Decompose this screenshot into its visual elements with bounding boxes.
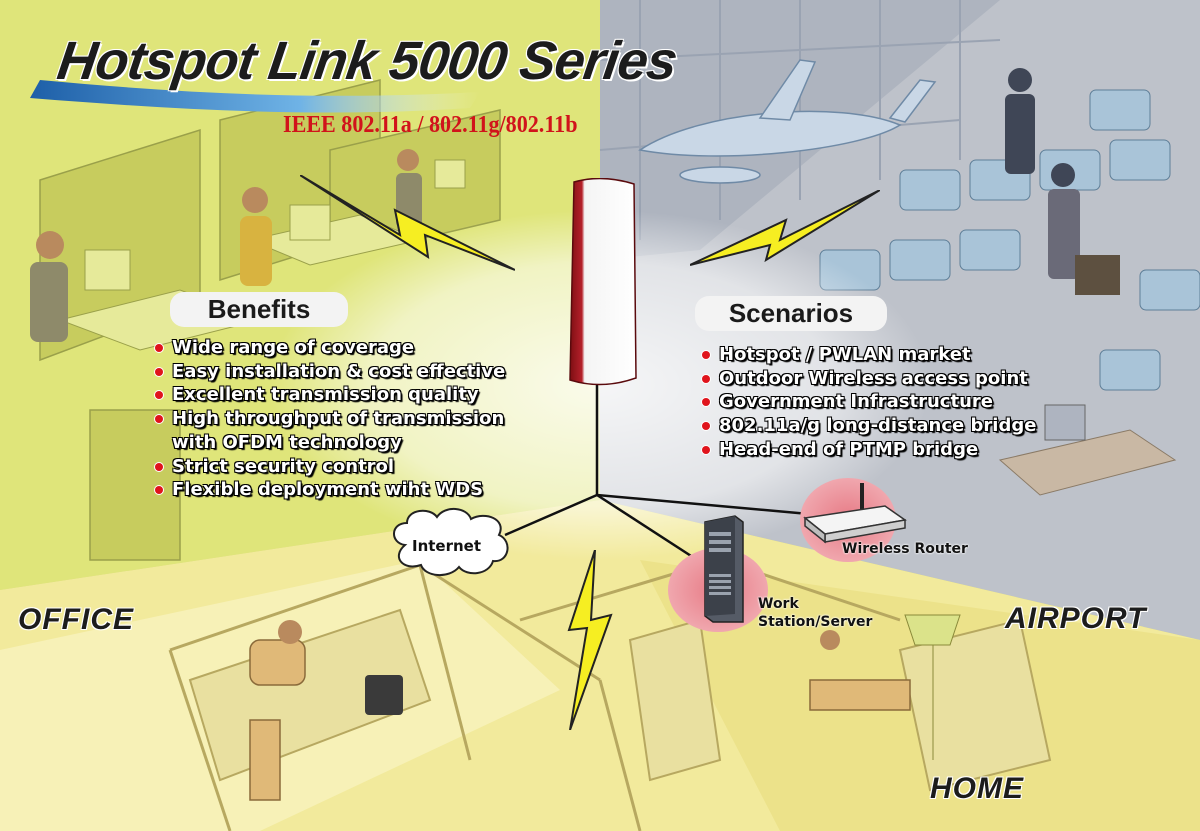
list-item: Head-end of PTMP bridge: [702, 438, 1036, 462]
access-point-icon: [569, 178, 637, 386]
product-title: Hotspot Link 5000 Series: [53, 31, 681, 91]
bullet-icon: [155, 367, 163, 376]
list-item: Flexible deployment wiht WDS: [155, 478, 505, 502]
list-item: High throughput of transmission: [155, 407, 505, 431]
server-label-line2: Station/Server: [758, 614, 873, 630]
cloud-icon: [393, 508, 509, 576]
lightning-icon: [567, 550, 613, 730]
network-links: [504, 385, 821, 567]
benefits-heading: Benefits: [170, 292, 348, 327]
zone-label-office: OFFICE: [18, 603, 134, 636]
list-item: Hotspot / PWLAN market: [702, 343, 1036, 367]
bullet-icon: [702, 422, 710, 431]
bullet-icon: [702, 351, 710, 359]
bullet-icon: [702, 445, 710, 454]
list-item: Wide range of coverage: [155, 336, 505, 360]
list-item: Excellent transmission quality: [155, 383, 505, 407]
bullet-icon: [702, 374, 710, 383]
list-item-continuation: with OFDM technology: [172, 431, 402, 453]
bullet-icon: [155, 415, 163, 424]
router-icon: [803, 483, 907, 544]
list-item: Outdoor Wireless access point: [702, 367, 1036, 391]
lightning-icon: [690, 190, 880, 266]
benefits-list: Wide range of coverage Easy installation…: [155, 336, 505, 502]
zone-label-home: HOME: [930, 772, 1024, 805]
bullet-icon: [155, 486, 163, 495]
zone-label-airport: AIRPORT: [1005, 602, 1147, 635]
scenarios-list: Hotspot / PWLAN market Outdoor Wireless …: [702, 343, 1036, 462]
bullet-icon: [702, 398, 710, 407]
list-item: Strict security control: [155, 455, 505, 479]
server-label-line1: Work: [758, 596, 799, 612]
scenarios-heading: Scenarios: [695, 296, 887, 331]
standards-subtitle: IEEE 802.11a / 802.11g/802.11b: [283, 112, 578, 138]
lightning-icon: [300, 175, 515, 271]
list-item: 802.11a/g long-distance bridge: [702, 414, 1036, 438]
bullet-icon: [155, 344, 163, 352]
internet-label: Internet: [412, 537, 482, 555]
bullet-icon: [155, 391, 163, 400]
list-item: Government Infrastructure: [702, 390, 1036, 414]
bullet-icon: [155, 462, 163, 471]
list-item: Easy installation & cost effective: [155, 360, 505, 384]
router-label: Wireless Router: [842, 541, 968, 557]
server-icon: [704, 515, 744, 623]
